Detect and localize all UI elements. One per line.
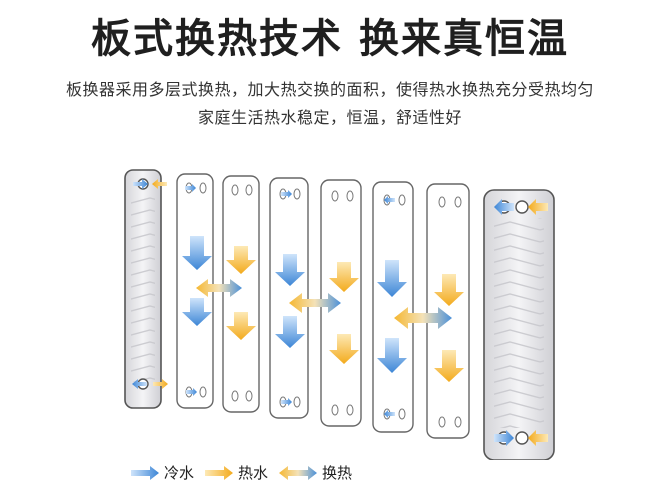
- legend-hot-label: 热水: [238, 464, 269, 482]
- legend-hot: 热水: [204, 462, 268, 483]
- legend-cold: 冷水: [130, 462, 194, 483]
- hot-arrow-icon: [205, 465, 234, 480]
- plate-3: [269, 177, 309, 419]
- exchange-arrow-icon: [279, 465, 318, 480]
- legend-exchange: 换热: [278, 462, 352, 483]
- left-end-plate: [124, 169, 162, 409]
- subtitle-line-1: 板换器采用多层式换热，加大热交换的面积，使得热水换热充分受热均匀: [65, 80, 594, 99]
- cold-flow-arrows: [182, 236, 407, 373]
- plate-heat-exchanger-diagram: [124, 169, 555, 460]
- exchange-arrows: [196, 279, 452, 329]
- cold-arrow-icon: [131, 465, 159, 480]
- legend-cold-label: 冷水: [164, 464, 195, 482]
- hot-flow-arrows: [226, 246, 464, 382]
- plate-5: [372, 181, 414, 433]
- legend: 冷水 热水 换热: [130, 462, 352, 483]
- port-arrows: [132, 179, 548, 446]
- plate-2: [222, 175, 260, 413]
- subtitle-line-2: 家庭生活热水稳定，恒温，舒适性好: [197, 108, 462, 127]
- page-title: 板式换热技术 换来真恒温: [91, 16, 569, 62]
- right-end-plate: [483, 189, 555, 460]
- plate-6: [426, 183, 470, 439]
- legend-exchange-label: 换热: [322, 464, 353, 482]
